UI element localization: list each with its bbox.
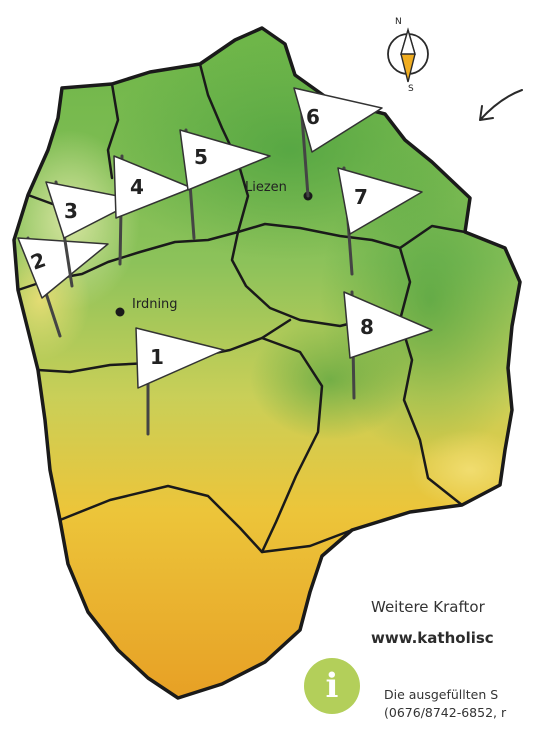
- flag-marker-8[interactable]: 8: [343, 290, 433, 400]
- pointer-arrow: [479, 89, 523, 121]
- flag-number-7: 7: [354, 185, 368, 209]
- flag-number-8: 8: [360, 315, 374, 339]
- flag-number-4: 4: [130, 175, 144, 199]
- info-text-line-1: Die ausgefüllten S: [384, 687, 499, 702]
- flag-marker-4[interactable]: 4: [113, 154, 193, 266]
- flag-number-3: 3: [64, 199, 78, 223]
- footer-link[interactable]: www.katholisc: [371, 629, 494, 647]
- flag-marker-1[interactable]: 1: [135, 327, 225, 436]
- flag-number-1: 1: [150, 345, 164, 369]
- info-text-line-2: (0676/8742-6852, r: [384, 705, 507, 720]
- region-outline: [12, 26, 522, 700]
- info-icon: i: [304, 658, 360, 714]
- flag-marker-2[interactable]: 2: [17, 236, 109, 338]
- flag-number-5: 5: [194, 145, 208, 169]
- town-label-liezen: Liezen: [245, 180, 287, 195]
- compass-north: N: [395, 17, 402, 27]
- town-dot-irdning: [115, 307, 125, 317]
- footer-line-1: Weitere Kraftor: [371, 598, 485, 616]
- flag-marker-7[interactable]: 7: [337, 166, 423, 276]
- flag-marker-6[interactable]: 6: [293, 87, 383, 198]
- flag-number-6: 6: [306, 105, 320, 129]
- compass-south: S: [408, 84, 414, 94]
- town-label-irdning: Irdning: [132, 297, 178, 312]
- flag-marker-5[interactable]: 5: [179, 128, 271, 240]
- compass-rose: N S: [387, 17, 429, 94]
